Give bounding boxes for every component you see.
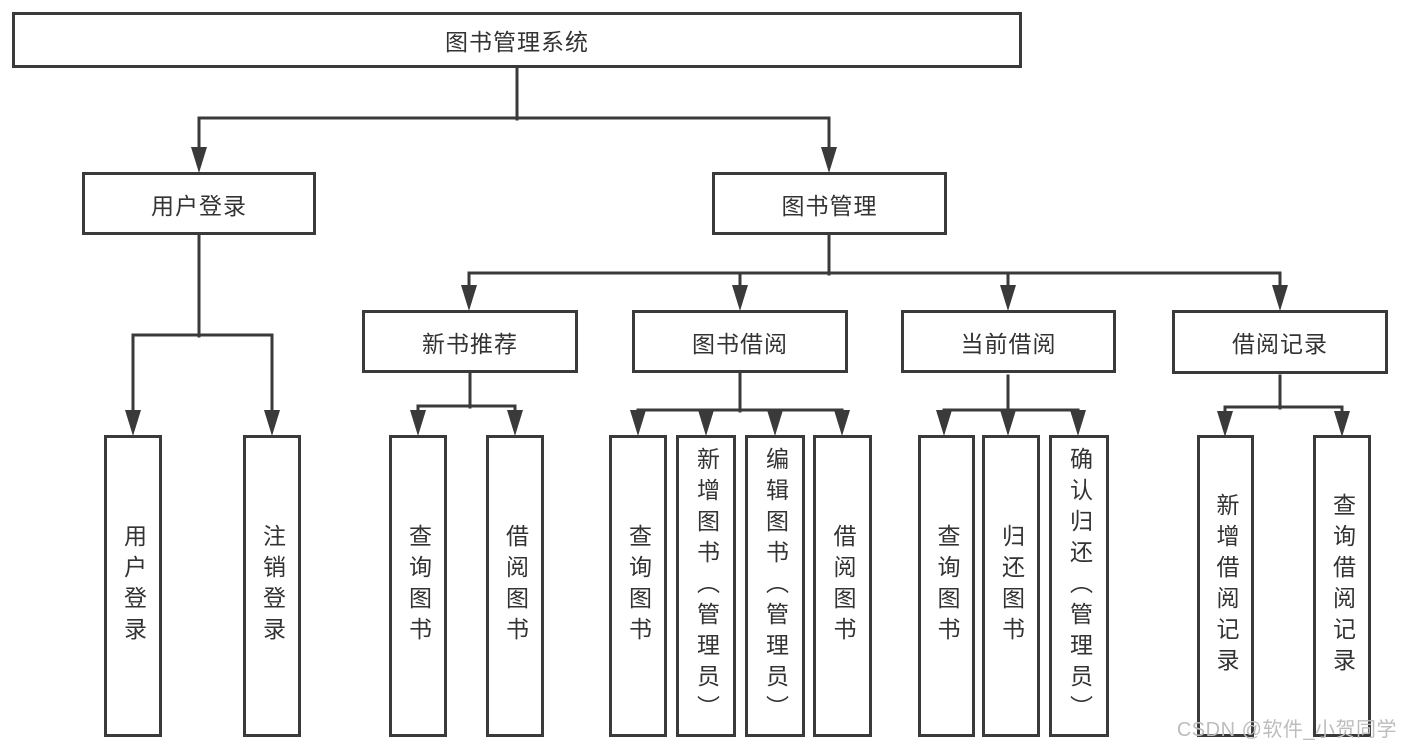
leaf-label: 归还图书 <box>998 524 1025 648</box>
leaf-label: 注销登录 <box>259 524 286 648</box>
leaf-newbook-borrow-books: 借阅图书 <box>486 435 544 737</box>
node-library-management-system: 图书管理系统 <box>12 12 1022 68</box>
leaf-label: 编辑图书（管理员） <box>762 446 789 726</box>
node-new-book-recommendation: 新书推荐 <box>362 310 578 373</box>
leaf-borrowing-edit-books-admin: 编辑图书（管理员） <box>745 435 805 737</box>
leaf-label: 借阅图书 <box>830 524 856 648</box>
leaf-label: 确认归还（管理员） <box>1066 446 1093 726</box>
leaf-newbook-query-books: 查询图书 <box>389 435 447 737</box>
leaf-records-query-borrow-record: 查询借阅记录 <box>1313 435 1371 737</box>
leaf-label: 查询图书 <box>934 524 960 648</box>
leaf-borrowing-query-books: 查询图书 <box>609 435 667 737</box>
leaf-label: 查询借阅记录 <box>1329 493 1356 679</box>
leaf-records-add-borrow-record: 新增借阅记录 <box>1197 435 1254 737</box>
leaf-current-return-books: 归还图书 <box>982 435 1040 737</box>
node-current-borrowing: 当前借阅 <box>901 310 1116 373</box>
node-borrowing-records: 借阅记录 <box>1172 310 1388 374</box>
leaf-label: 新增借阅记录 <box>1213 493 1239 679</box>
leaf-label: 查询图书 <box>625 524 652 648</box>
node-book-management: 图书管理 <box>712 172 947 235</box>
leaf-logout: 注销登录 <box>243 435 301 737</box>
node-book-borrowing: 图书借阅 <box>632 310 848 373</box>
leaf-current-query-books: 查询图书 <box>918 435 975 737</box>
leaf-current-confirm-return-admin: 确认归还（管理员） <box>1049 435 1109 737</box>
leaf-borrowing-add-books-admin: 新增图书（管理员） <box>676 435 736 737</box>
leaf-label: 用户登录 <box>120 524 147 648</box>
node-user-login: 用户登录 <box>82 172 316 235</box>
leaf-user-login: 用户登录 <box>104 435 162 737</box>
leaf-label: 查询图书 <box>405 524 432 648</box>
leaf-label: 新增图书（管理员） <box>693 446 720 726</box>
leaf-label: 借阅图书 <box>502 524 529 648</box>
leaf-borrowing-borrow-books: 借阅图书 <box>813 435 872 737</box>
